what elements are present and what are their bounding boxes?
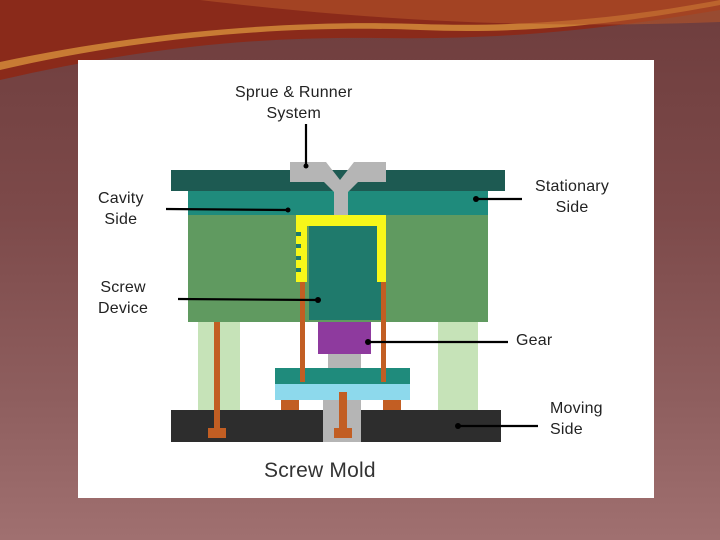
- thread-marks: [296, 232, 301, 272]
- sprue-runner-bushing: [290, 162, 386, 218]
- screw-cavity-outline: [296, 215, 386, 282]
- caption-text: Screw Mold: [264, 459, 376, 482]
- label-moving-side: Moving Side: [550, 398, 603, 440]
- guide-rods: [208, 282, 401, 438]
- gear-block: [318, 322, 371, 354]
- label-screw-line1: Screw: [100, 279, 146, 296]
- label-stationary-line2: Side: [555, 199, 589, 216]
- label-sprue-line2: System: [266, 105, 322, 122]
- label-cavity-line2: Side: [104, 211, 138, 228]
- label-cavity-side: Cavity Side: [98, 188, 144, 230]
- label-moving-line2: Side: [550, 421, 583, 438]
- leader-lines: [165, 124, 538, 429]
- right-support-pillar: [438, 322, 478, 410]
- screw-device-core: [309, 225, 382, 320]
- label-sprue-line1: Sprue & Runner: [235, 84, 353, 101]
- diagram-caption: Screw Mold: [264, 460, 376, 481]
- label-sprue-runner: Sprue & Runner System: [235, 82, 353, 124]
- screw-mold-diagram: [165, 124, 538, 442]
- label-gear-text: Gear: [516, 332, 553, 349]
- diagram-card: Sprue & Runner System Cavity Side Statio…: [78, 60, 654, 498]
- label-cavity-line1: Cavity: [98, 190, 144, 207]
- label-stationary-side: Stationary Side: [535, 176, 609, 218]
- label-stationary-line1: Stationary: [535, 178, 610, 195]
- ejector-plate: [275, 368, 410, 384]
- label-moving-line1: Moving: [550, 400, 603, 417]
- label-screw-device: Screw Device: [98, 277, 148, 319]
- label-screw-line2: Device: [98, 300, 149, 317]
- gear-shaft: [328, 354, 361, 369]
- header-swoosh-glow: [200, 0, 720, 25]
- label-gear: Gear: [516, 330, 552, 351]
